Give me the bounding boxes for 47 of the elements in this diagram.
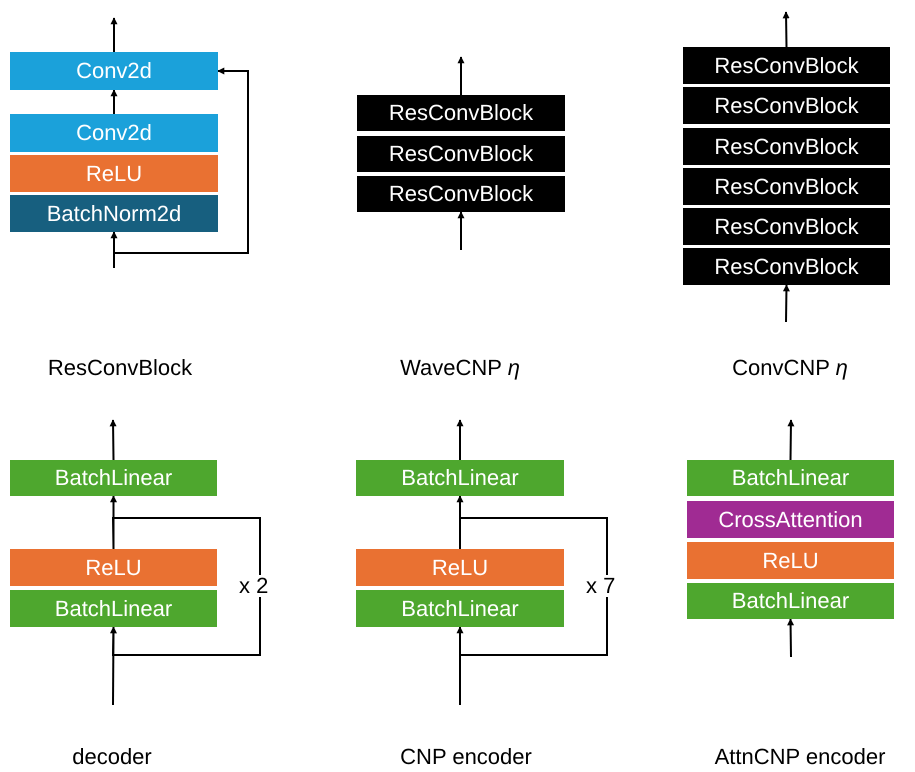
- repeat-loop-line: [459, 517, 608, 656]
- arrow: [787, 419, 794, 460]
- block-box: ResConvBlock: [683, 168, 890, 205]
- panel-caption: ConvCNP η: [732, 357, 848, 379]
- conv-layer-box: Conv2d: [10, 114, 218, 152]
- panel-caption: decoder: [72, 746, 152, 768]
- arrow: [458, 211, 464, 250]
- repeat-loop-line: [112, 517, 261, 656]
- linear-layer-box: BatchLinear: [356, 460, 564, 496]
- block-box: ResConvBlock: [683, 87, 890, 124]
- block-box: ResConvBlock: [683, 208, 890, 245]
- block-box: ResConvBlock: [683, 128, 890, 165]
- arrow: [456, 419, 464, 460]
- arrow: [114, 68, 249, 254]
- repeat-count-label: x 2: [237, 575, 270, 597]
- conv-layer-box: Conv2d: [10, 52, 218, 90]
- activation-box: ReLU: [687, 542, 894, 579]
- arrow: [110, 89, 118, 114]
- repeat-count-label: x 7: [584, 575, 618, 597]
- linear-layer-box: BatchLinear: [356, 590, 564, 627]
- arrow: [110, 17, 118, 52]
- block-box: ResConvBlock: [683, 47, 890, 84]
- norm-layer-box: BatchNorm2d: [10, 195, 218, 232]
- linear-layer-box: BatchLinear: [687, 583, 894, 619]
- panel-caption: ResConvBlock: [48, 357, 192, 379]
- arrow: [110, 231, 118, 268]
- arrow: [782, 11, 790, 48]
- panel-caption: WaveCNP η: [400, 357, 520, 379]
- panel-caption: CNP encoder: [400, 746, 532, 768]
- arrow: [458, 56, 464, 95]
- linear-layer-box: BatchLinear: [10, 460, 217, 496]
- linear-layer-box: BatchLinear: [687, 460, 894, 496]
- arrow: [110, 626, 117, 705]
- arrow: [787, 618, 794, 658]
- activation-box: ReLU: [10, 155, 218, 192]
- activation-box: ReLU: [10, 549, 217, 586]
- block-box: ResConvBlock: [357, 95, 565, 131]
- block-box: ResConvBlock: [357, 176, 565, 212]
- activation-box: ReLU: [356, 549, 564, 586]
- panel-caption: AttnCNP encoder: [714, 746, 886, 768]
- attention-layer-box: CrossAttention: [687, 501, 894, 538]
- arrow: [456, 626, 464, 705]
- block-box: ResConvBlock: [357, 136, 565, 172]
- arrow: [782, 284, 790, 322]
- block-box: ResConvBlock: [683, 248, 890, 285]
- linear-layer-box: BatchLinear: [10, 590, 217, 627]
- arrow: [110, 419, 117, 460]
